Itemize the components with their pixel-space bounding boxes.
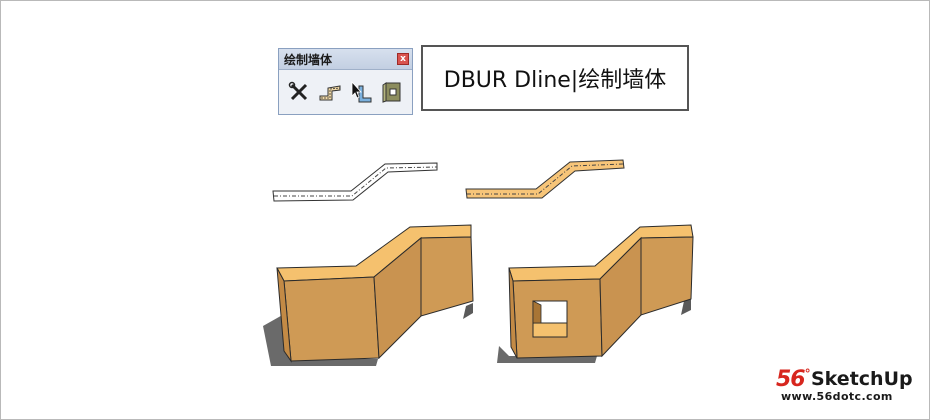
command-label-box: DBUR Dline|绘制墙体 [421,45,689,111]
toolbar-buttons [279,70,412,114]
wall-toolbar: 绘制墙体 x [278,48,413,115]
wall-opening-icon [382,82,401,103]
logo-mark-number: 56 [776,367,806,392]
command-label: DBUR Dline|绘制墙体 [443,68,667,93]
wall-3d-left [263,224,474,366]
logo-mark-degree: ° [804,367,811,381]
wall-path-button[interactable] [317,79,343,105]
logo-mark: 56° [776,367,811,392]
tools-button[interactable] [286,79,312,105]
toolbar-title-bar[interactable]: 绘制墙体 x [279,49,412,70]
wall-draw-icon [351,80,372,103]
wall-path-icon [319,85,341,101]
toolbar-title: 绘制墙体 [284,53,333,67]
wall-draw-button[interactable] [348,79,374,105]
sketchup-logo: 56° SketchUp www.56dotc.com [776,367,916,403]
toolbar-close-button[interactable]: x [397,53,409,65]
wall-opening-button[interactable] [379,79,405,105]
wall-path-outline [272,162,438,202]
wall-3d-right [497,224,694,363]
logo-url: www.56dotc.com [781,390,893,403]
tools-icon [288,81,307,101]
wall-path-filled [465,159,625,199]
logo-name: SketchUp [811,368,913,390]
